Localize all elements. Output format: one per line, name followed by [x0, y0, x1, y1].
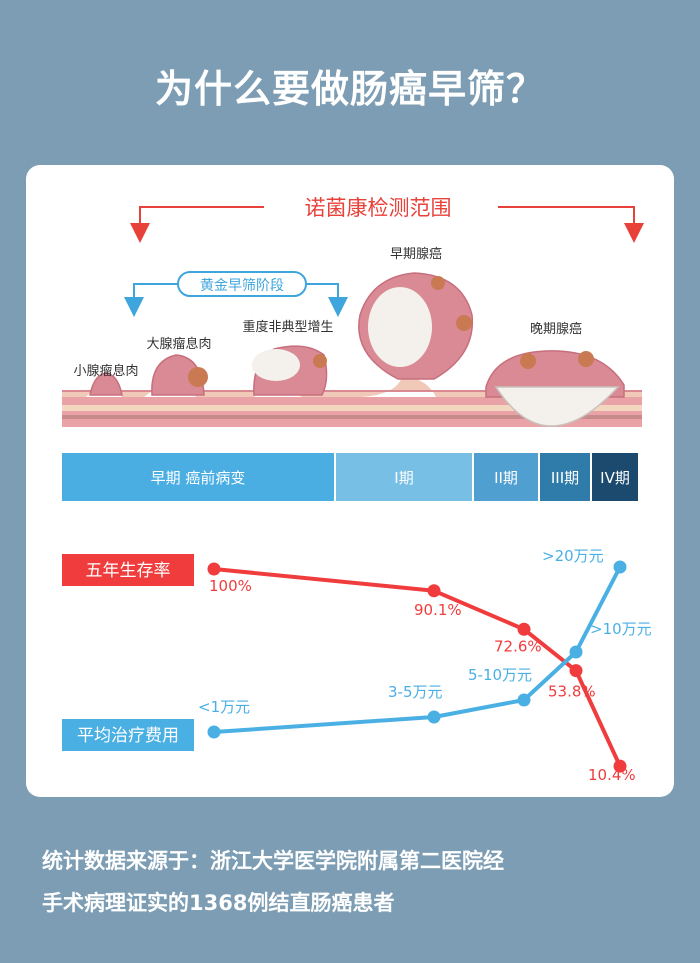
page-title: 为什么要做肠癌早筛？ — [154, 67, 545, 111]
survival-legend-label: 五年生存率 — [86, 561, 171, 581]
survival-data-label: 90.1% — [414, 601, 462, 619]
stage-3 — [540, 453, 590, 501]
stage-1 — [336, 453, 472, 501]
cost-legend-tag: 平均治疗费用 — [62, 719, 194, 751]
detection-range-label: 诺菌康检测范围 — [305, 196, 452, 220]
survival-data-label: 10.4% — [588, 766, 636, 784]
cost-point — [517, 693, 531, 707]
stage-label-2: II期 — [494, 469, 518, 487]
lesion-label-advanced: 晚期腺癌 — [530, 321, 582, 337]
data-source-note: 统计数据来源于：浙江大学医学院附属第二医院经 手术病理证实的1368例结直肠癌患… — [42, 840, 672, 924]
lesion-large-polyp: 大腺瘤息肉 — [146, 336, 212, 396]
lesion-label-early: 早期腺癌 — [390, 246, 442, 262]
cost-point — [427, 710, 441, 724]
survival-data-label: 72.6% — [494, 637, 542, 655]
stage-4 — [592, 453, 638, 501]
survival-point — [427, 584, 441, 598]
stage-bar: 早期 癌前病变 I期 II期 III期 IV期 — [62, 453, 638, 501]
cost-point — [569, 645, 583, 659]
lesion-early-cancer: 早期腺癌 — [358, 246, 474, 380]
survival-data-label: 100% — [209, 577, 252, 595]
cost-data-label: 3-5万元 — [388, 683, 443, 701]
cost-data-label: 5-10万元 — [468, 666, 532, 684]
cost-legend-label: 平均治疗费用 — [77, 726, 179, 746]
survival-point — [569, 664, 583, 678]
stage-label-3: III期 — [551, 469, 579, 487]
lesion-small-polyp: 小腺瘤息肉 — [73, 363, 139, 396]
cost-point — [207, 725, 221, 739]
survival-point — [613, 759, 627, 773]
lesion-label-dysplasia: 重度非典型增生 — [242, 319, 333, 335]
cost-data-label: <1万元 — [198, 698, 250, 716]
survival-legend-tag: 五年生存率 — [62, 554, 194, 586]
detection-range-bracket: 诺菌康检测范围 — [130, 196, 644, 243]
lesion-advanced-cancer: 晚期腺癌 — [485, 321, 625, 427]
stage-precancer — [62, 453, 334, 501]
survival-point — [207, 562, 221, 576]
stage-label-precancer: 早期 癌前病变 — [151, 469, 246, 487]
golden-stage-bracket: 黄金早筛阶段 — [124, 271, 348, 317]
info-card: 诺菌康检测范围 黄金早筛阶段 小腺瘤息肉 大腺瘤息肉 — [26, 165, 674, 797]
lesion-label-small: 小腺瘤息肉 — [73, 363, 138, 379]
lesion-dysplasia: 重度非典型增生 — [242, 319, 334, 396]
stage-label-1: I期 — [394, 469, 413, 487]
line-chart: 100% 90.1% 72.6% 53.8% 10.4% <1万元 3-5万元 5-10万元 >… — [198, 547, 652, 784]
golden-stage-label: 黄金早筛阶段 — [200, 277, 284, 294]
lesion-label-large: 大腺瘤息肉 — [146, 336, 211, 352]
survival-data-label: 53.8% — [548, 683, 596, 701]
stage-2 — [474, 453, 538, 501]
infographic-canvas: 诺菌康检测范围 黄金早筛阶段 小腺瘤息肉 大腺瘤息肉 — [62, 196, 652, 784]
cost-point — [613, 560, 627, 574]
cost-data-label: >20万元 — [542, 547, 604, 565]
survival-point — [517, 622, 531, 636]
stage-label-4: IV期 — [600, 469, 630, 487]
cost-data-label: >10万元 — [590, 620, 652, 638]
data-source-line-2: 手术病理证实的1368例结直肠癌患者 — [42, 891, 395, 915]
data-source-line-1: 统计数据来源于：浙江大学医学院附属第二医院经 — [42, 849, 504, 873]
cost-line — [213, 566, 622, 734]
